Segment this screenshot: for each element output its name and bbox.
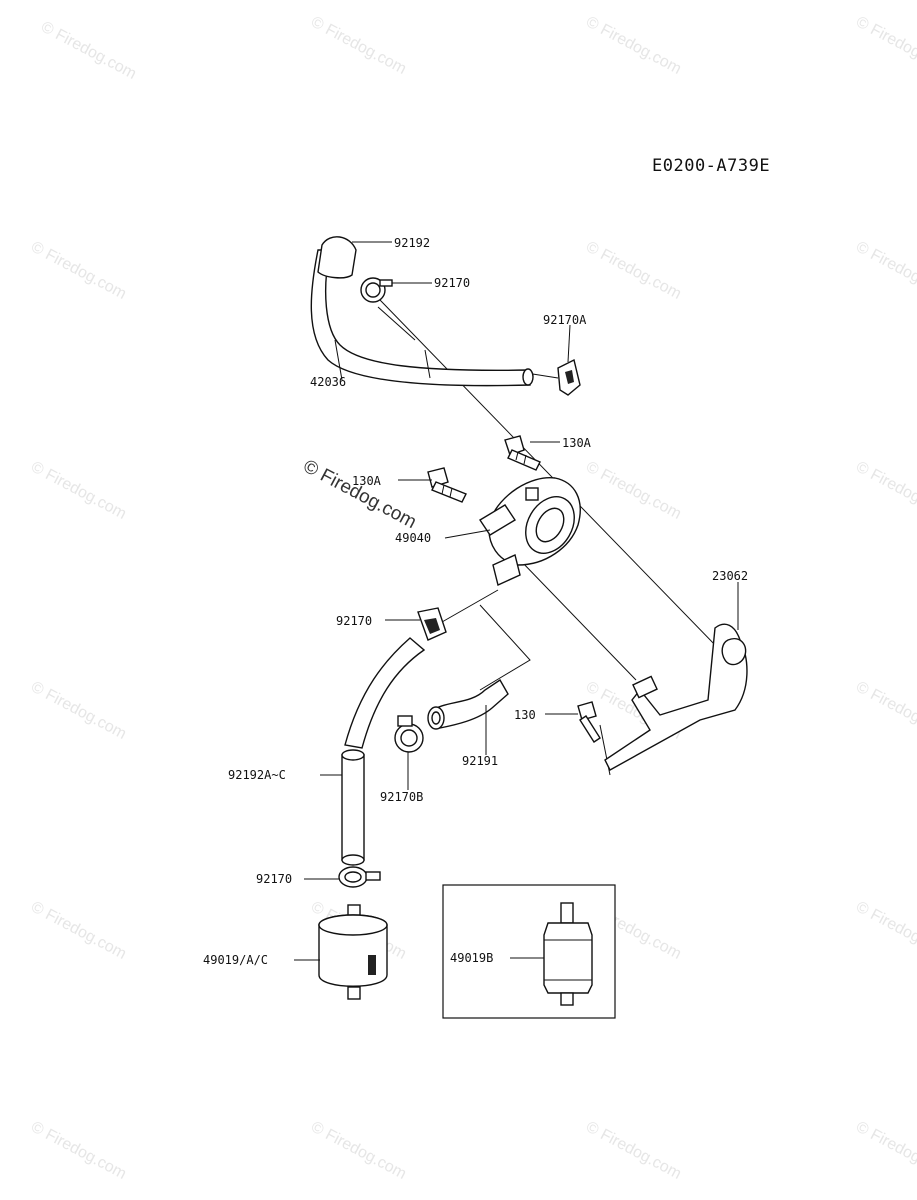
watermark-text: © Firedog.com (853, 14, 917, 78)
clamp-92170-upper (360, 277, 393, 303)
watermark-text: © Firedog.com (308, 14, 409, 78)
hose-42036 (310, 236, 534, 387)
hose-92191 (427, 679, 509, 730)
fuel-pump-49040 (479, 477, 581, 586)
watermark-text: © Firedog.com (28, 899, 129, 963)
clamp-92170b (394, 715, 424, 753)
label-92170-lower: 92170 (256, 872, 292, 886)
bolt-130a-right (504, 435, 541, 471)
label-92170b: 92170B (380, 790, 423, 804)
bolt-130a-left (427, 467, 467, 503)
watermark-text: © Firedog.com (28, 239, 129, 303)
label-92192a: 92192A~C (228, 768, 286, 782)
watermark-text: © Firedog.com (28, 1119, 129, 1183)
watermark-text: © Firedog.com (28, 679, 129, 743)
label-42036: 42036 (310, 375, 346, 389)
label-92191: 92191 (462, 754, 498, 768)
label-49019b: 49019B (450, 951, 493, 965)
watermark-center: © Firedog.com (300, 456, 420, 533)
label-130a-left: 130A (352, 474, 382, 488)
hose-92192a (341, 637, 426, 866)
watermark-text: © Firedog.com (853, 239, 917, 303)
watermark-text: © Firedog.com (308, 1119, 409, 1183)
fuel-filter-49019 (318, 904, 388, 1000)
inset-box-49019b (442, 884, 616, 1019)
clamp-92170-lower (338, 866, 381, 888)
label-92170-upper: 92170 (434, 276, 470, 290)
watermark-text: © Firedog.com (853, 679, 917, 743)
part-labels: 92192 92170 92170A 42036 130A 130A 49040… (203, 236, 748, 967)
clamp-92170-mid (417, 607, 447, 641)
watermark-text: © Firedog.com (28, 459, 129, 523)
watermark-text: © Firedog.com (583, 459, 684, 523)
label-92192: 92192 (394, 236, 430, 250)
watermark-text: © Firedog.com (583, 239, 684, 303)
label-49040: 49040 (395, 531, 431, 545)
bracket-23062 (604, 623, 748, 771)
clamp-92170a (557, 358, 581, 396)
watermark-text: © Firedog.com (583, 14, 684, 78)
watermark-text: © Firedog.com (853, 899, 917, 963)
watermark-text: © Firedog.com (853, 459, 917, 523)
label-130: 130 (514, 708, 536, 722)
label-92170-mid: 92170 (336, 614, 372, 628)
watermark-text: © Firedog.com (853, 1119, 917, 1183)
bolt-130 (577, 701, 601, 743)
label-92170a: 92170A (543, 313, 587, 327)
watermark-text: © Firedog.com (583, 1119, 684, 1183)
callout-lines (294, 241, 739, 961)
label-23062: 23062 (712, 569, 748, 583)
diagram-code: E0200-A739E (652, 156, 770, 176)
label-49019: 49019/A/C (203, 953, 268, 967)
watermark-text: © Firedog.com (38, 19, 139, 83)
label-130a-right: 130A (562, 436, 592, 450)
